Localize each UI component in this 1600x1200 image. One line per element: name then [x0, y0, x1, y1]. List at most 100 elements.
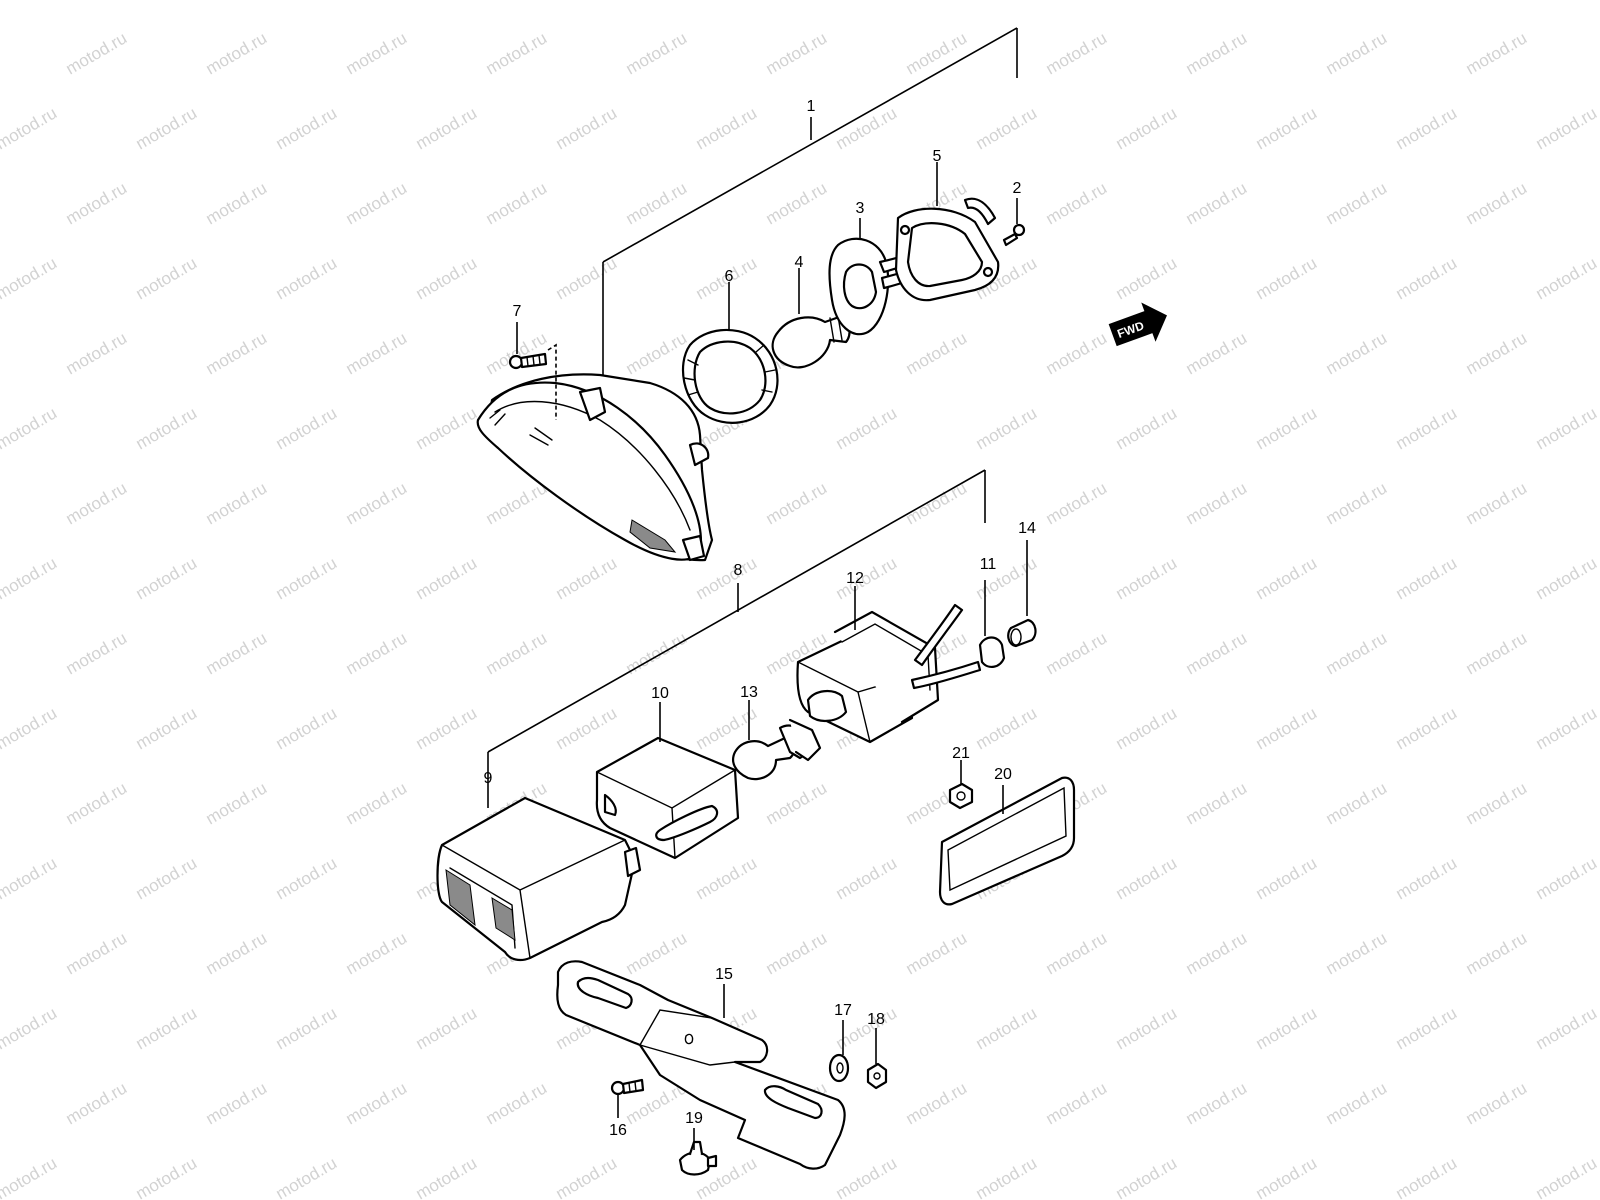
- watermark-text: motod.ru: [273, 0, 341, 3]
- watermark-text: motod.ru: [1113, 403, 1181, 453]
- watermark-text: motod.ru: [273, 253, 341, 303]
- watermark-text: motod.ru: [413, 253, 481, 303]
- watermark-text: motod.ru: [1323, 928, 1391, 978]
- watermark-text: motod.ru: [133, 853, 201, 903]
- watermark-text: motod.ru: [1183, 28, 1251, 78]
- watermark-text: motod.ru: [623, 28, 691, 78]
- watermark-text: motod.ru: [1393, 403, 1461, 453]
- watermark-text: motod.ru: [343, 328, 411, 378]
- watermark-text: motod.ru: [973, 1153, 1041, 1200]
- watermark-text: motod.ru: [833, 853, 901, 903]
- watermark-text: motod.ru: [1463, 628, 1531, 678]
- callout-9: 9: [484, 770, 493, 787]
- callout-8: 8: [734, 562, 743, 579]
- watermark-text: motod.ru: [273, 553, 341, 603]
- watermark-text: motod.ru: [1463, 328, 1531, 378]
- watermark-text: motod.ru: [1183, 778, 1251, 828]
- watermark-text: motod.ru: [1393, 103, 1461, 153]
- watermark-text: motod.ru: [623, 928, 691, 978]
- watermark-text: motod.ru: [203, 628, 271, 678]
- watermark-text: motod.ru: [1113, 253, 1181, 303]
- screw-2: [1002, 198, 1026, 247]
- callout-18: 18: [867, 1011, 885, 1028]
- watermark-text: motod.ru: [203, 28, 271, 78]
- clip-19: [678, 1128, 718, 1176]
- watermark-text: motod.ru: [763, 28, 831, 78]
- washer-17: [828, 1020, 850, 1083]
- watermark-text: motod.ru: [63, 928, 131, 978]
- watermark-text: motod.ru: [1113, 553, 1181, 603]
- watermark-text: motod.ru: [1113, 703, 1181, 753]
- watermark-text: motod.ru: [623, 628, 691, 678]
- license-bracket-15: [556, 960, 846, 1170]
- watermark-text: motod.ru: [763, 928, 831, 978]
- watermark-text: motod.ru: [1533, 703, 1600, 753]
- watermark-text: motod.ru: [903, 328, 971, 378]
- watermark-text: motod.ru: [833, 0, 901, 3]
- watermark-text: motod.ru: [0, 553, 60, 603]
- watermark-text: motod.ru: [1253, 553, 1321, 603]
- watermark-text: motod.ru: [1253, 1153, 1321, 1200]
- watermark-text: motod.ru: [0, 703, 60, 753]
- watermark-text: motod.ru: [273, 1153, 341, 1200]
- callout-17: 17: [834, 1002, 852, 1019]
- watermark-text: motod.ru: [1323, 28, 1391, 78]
- socket-ring-6: [681, 282, 779, 424]
- watermark-text: motod.ru: [483, 478, 551, 528]
- watermark-text: motod.ru: [63, 328, 131, 378]
- watermark-text: motod.ru: [1393, 553, 1461, 603]
- watermark-text: motod.ru: [1323, 478, 1391, 528]
- watermark-text: motod.ru: [903, 478, 971, 528]
- watermark-text: motod.ru: [0, 1003, 60, 1053]
- watermark-text: motod.ru: [63, 478, 131, 528]
- watermark-text: motod.ru: [343, 1078, 411, 1128]
- watermark-text: motod.ru: [133, 0, 201, 3]
- watermark-text: motod.ru: [1533, 553, 1600, 603]
- watermark-text: motod.ru: [483, 1078, 551, 1128]
- watermark-text: motod.ru: [1533, 403, 1600, 453]
- watermark-text: motod.ru: [1113, 103, 1181, 153]
- watermark-text: motod.ru: [133, 1003, 201, 1053]
- watermark-text: motod.ru: [203, 928, 271, 978]
- watermark-text: motod.ru: [1463, 928, 1531, 978]
- watermark-text: motod.ru: [1183, 1078, 1251, 1128]
- watermark-text: motod.ru: [273, 103, 341, 153]
- watermark-text: motod.ru: [1393, 253, 1461, 303]
- bulb-13: [732, 700, 796, 781]
- watermark-text: motod.ru: [0, 253, 60, 303]
- callout-20: 20: [994, 766, 1012, 783]
- watermark-text: motod.ru: [1323, 628, 1391, 678]
- watermark-text: motod.ru: [1183, 928, 1251, 978]
- watermark-text: motod.ru: [413, 703, 481, 753]
- watermark-text: motod.ru: [1113, 1003, 1181, 1053]
- callout-21: 21: [952, 745, 970, 762]
- watermark-text: motod.ru: [973, 0, 1041, 3]
- watermark-text: motod.ru: [1183, 478, 1251, 528]
- callout-19: 19: [685, 1110, 703, 1127]
- watermark-text: motod.ru: [763, 178, 831, 228]
- watermark-text: motod.ru: [553, 253, 621, 303]
- watermark-text: motod.ru: [1183, 328, 1251, 378]
- watermark-text: motod.ru: [833, 403, 901, 453]
- collar-14: [1007, 540, 1037, 648]
- watermark-text: motod.ru: [553, 103, 621, 153]
- watermark-text: motod.ru: [1113, 1153, 1181, 1200]
- watermark-text: motod.ru: [763, 778, 831, 828]
- callout-7: 7: [513, 303, 522, 320]
- callout-16: 16: [609, 1122, 627, 1139]
- watermark-text: motod.ru: [1253, 253, 1321, 303]
- watermark-text: motod.ru: [1043, 328, 1111, 378]
- callout-13: 13: [740, 684, 758, 701]
- watermark-text: motod.ru: [1043, 628, 1111, 678]
- watermark-text: motod.ru: [1393, 853, 1461, 903]
- watermark-text: motod.ru: [1323, 778, 1391, 828]
- watermark-text: motod.ru: [1393, 1003, 1461, 1053]
- watermark-text: motod.ru: [1113, 0, 1181, 3]
- watermark-text: motod.ru: [483, 628, 551, 678]
- watermark-text: motod.ru: [133, 703, 201, 753]
- watermark-text: motod.ru: [133, 253, 201, 303]
- watermark-text: motod.ru: [623, 328, 691, 378]
- callout-14: 14: [1018, 520, 1036, 537]
- watermark-text: motod.ru: [1463, 778, 1531, 828]
